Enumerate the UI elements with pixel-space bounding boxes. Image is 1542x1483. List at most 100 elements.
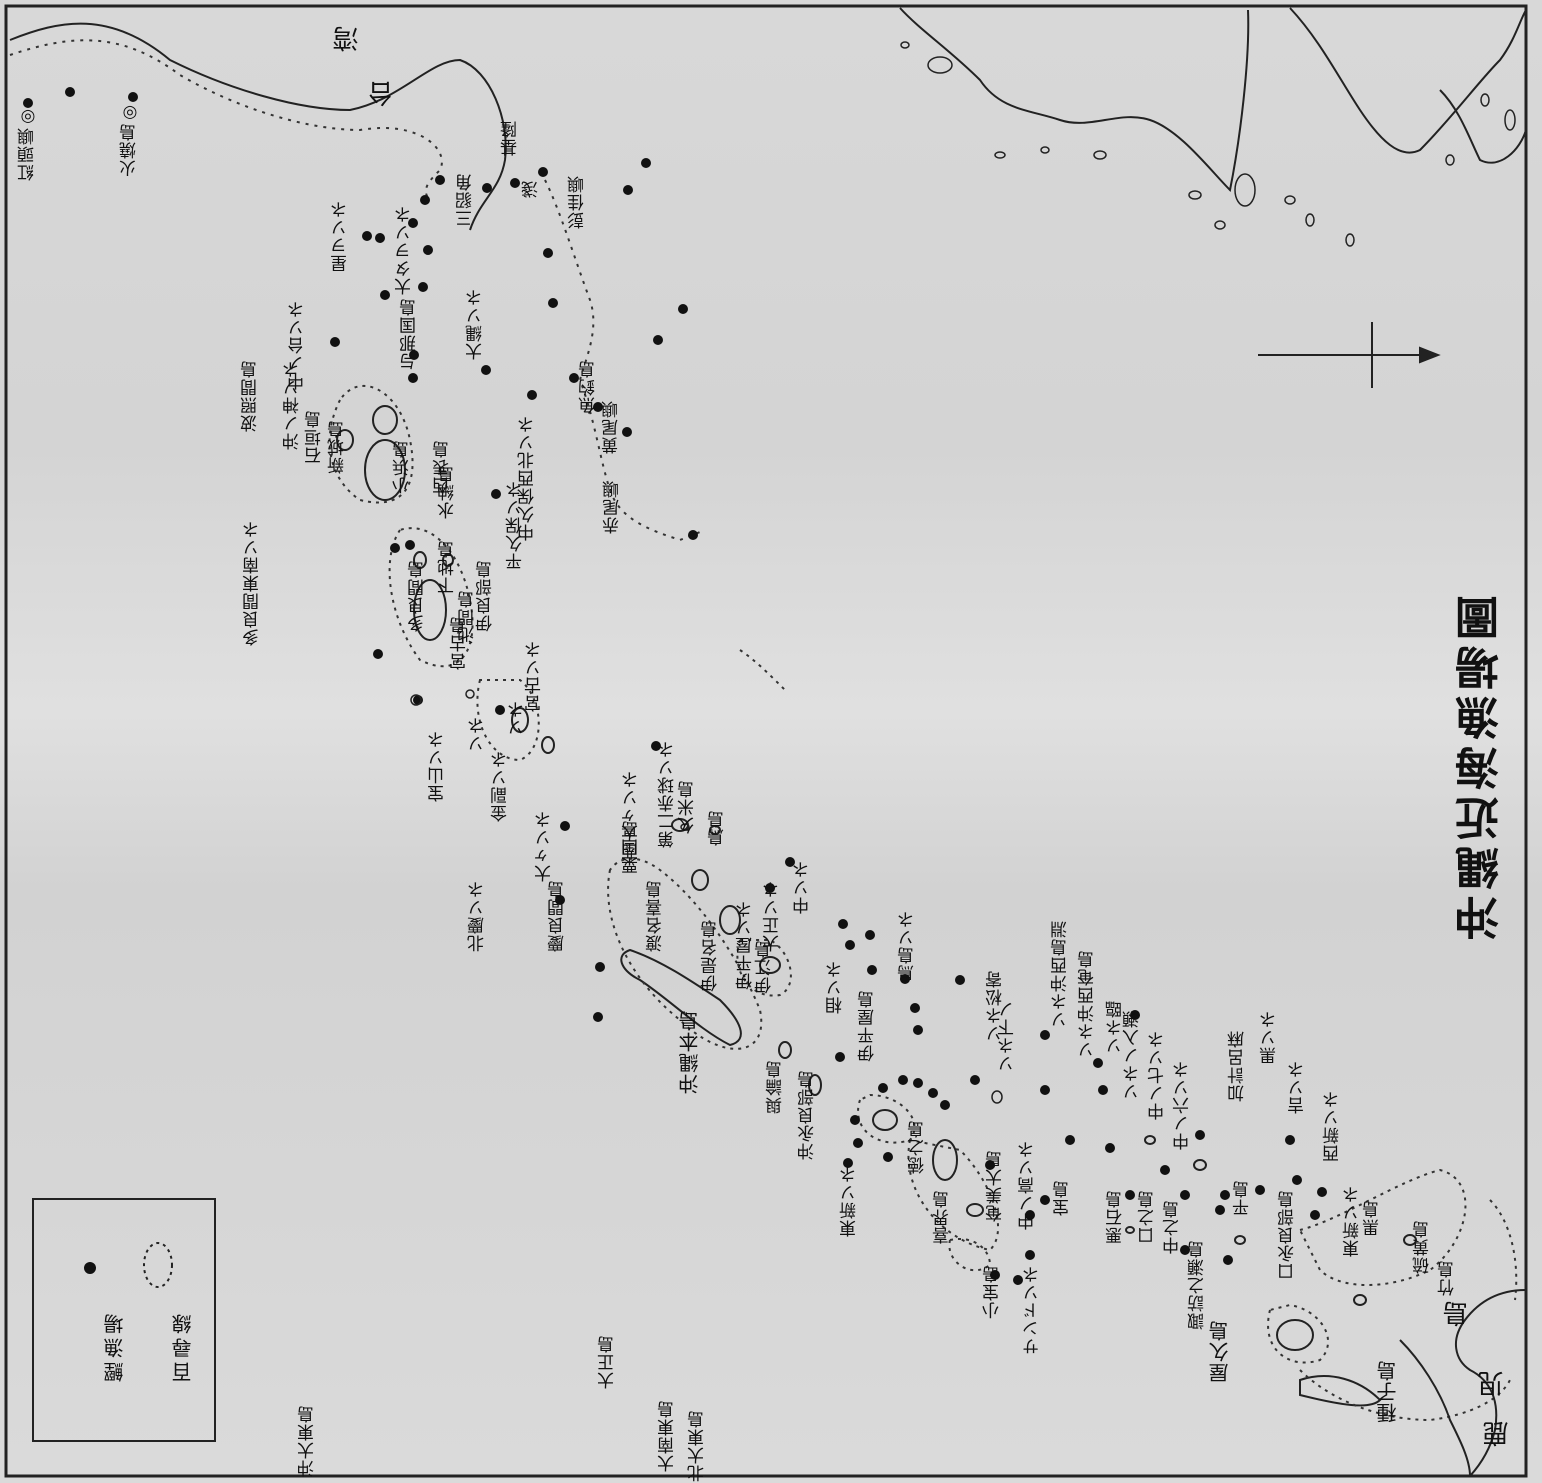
label-sone-b: ソネ bbox=[468, 716, 488, 752]
label-mizunami: 水納島 bbox=[438, 465, 458, 519]
label-uotsuri: 魚釣島 bbox=[579, 360, 599, 414]
label-iejima: 伊江島 bbox=[755, 940, 775, 994]
label-ota-sone: 大タヲソネ bbox=[395, 205, 415, 295]
legend-symbols bbox=[84, 1242, 173, 1288]
label-kohama: 小浜島 bbox=[393, 440, 413, 494]
label-shinjo: 新城島 bbox=[328, 420, 348, 474]
label-hoshi-sone: 星ヲソネ bbox=[331, 200, 351, 272]
label-oki-daito: 沖大東島 bbox=[298, 1405, 318, 1477]
legend-line-label: 百尋線 bbox=[171, 1310, 195, 1382]
label-yakushima: 屋久島 bbox=[1208, 1320, 1232, 1383]
label-kagoshima: 鹿 bbox=[1483, 1420, 1513, 1447]
china-coast-c bbox=[1439, 89, 1527, 164]
label-kerama: 慶良間島 bbox=[548, 880, 568, 952]
okinawa-islands bbox=[620, 869, 984, 1217]
label-daini: 第二赤球ソネ bbox=[658, 740, 678, 848]
legend-dot-label: 鰹漁場 bbox=[103, 1310, 127, 1382]
label-matsu: ソネ松寄 bbox=[986, 970, 1006, 1042]
fishing-dots bbox=[23, 87, 1327, 1285]
label-nishi-shin: 西新ソネ bbox=[1323, 1090, 1343, 1162]
label-tokuno-e: 東新ソネ bbox=[840, 1165, 860, 1237]
label-tori-sone: 鳥島ソネ bbox=[898, 910, 918, 982]
label-sone-a: ソネ bbox=[508, 700, 528, 736]
label-miyako: 宮古島 bbox=[450, 616, 470, 670]
yaeyama-100-fathom bbox=[328, 384, 786, 762]
map-title: 沖縄近海漁場圖 bbox=[1456, 590, 1507, 940]
label-miyako-sone: 宮古ソネ bbox=[525, 640, 545, 712]
label-hoyama: 宝山ソネ bbox=[428, 730, 448, 802]
label-taiwan-bay: 湾 bbox=[333, 25, 363, 52]
label-izena: 伊是名島 bbox=[701, 920, 721, 992]
label-amami: 奄美大島 bbox=[986, 1150, 1006, 1222]
label-o-okuri: 大ヶソネ bbox=[535, 810, 555, 882]
okinawa-100-fathom bbox=[607, 857, 999, 1272]
label-iheya-sone: 伊平屋ソネ bbox=[736, 900, 756, 990]
label-yoshi: 吉ソネ bbox=[1288, 1060, 1308, 1114]
label-hirakubo: 平久保ソネ bbox=[506, 480, 526, 570]
label-kuchinoerabu: 口永良部島 bbox=[1278, 1190, 1298, 1280]
north-arrow bbox=[1258, 322, 1441, 388]
label-sekibi: 赤尾嶼 bbox=[603, 480, 623, 534]
label-taisho: 大正島 bbox=[598, 1335, 618, 1389]
china-islets bbox=[900, 41, 1516, 247]
label-yoron: 與論島 bbox=[766, 1060, 786, 1114]
label-takara: 宝島 bbox=[1053, 1180, 1073, 1216]
label-nakasone2: 中ソネ bbox=[793, 860, 813, 914]
kagoshima-coast bbox=[1455, 1289, 1527, 1477]
label-hoka-sho: 火燒島◎ bbox=[120, 102, 140, 177]
label-kikai: 喜界島 bbox=[933, 1190, 953, 1244]
amami-islands bbox=[1125, 1135, 1417, 1407]
label-kodakara: 小宝島 bbox=[983, 1265, 1003, 1319]
label-satsunan: 東新ソネ bbox=[1343, 1185, 1363, 1257]
label-kuro: 黒島 bbox=[1363, 1200, 1383, 1236]
label-oki-sone: 沖ノ神ソネ bbox=[283, 360, 303, 450]
label-kotosho: 紅頭嶼◎ bbox=[18, 106, 38, 181]
label-okinawa-main: 沖縄本島 bbox=[678, 1010, 702, 1094]
label-kiirun-2: 淺 bbox=[522, 180, 542, 198]
label-okinawa-west: ソネ沖西奄島 bbox=[1078, 950, 1098, 1058]
label-kiirun: 基隆 bbox=[501, 120, 521, 156]
label-ishigaki: 石垣島 bbox=[305, 410, 325, 464]
amami-100-fathom bbox=[1267, 1168, 1518, 1422]
label-irabu: 伊良部島 bbox=[476, 560, 496, 632]
label-kurosone: 黒ソネ bbox=[1260, 1010, 1280, 1064]
label-amami-n: 中ノ高ソネ bbox=[1018, 1140, 1038, 1230]
taiwan-coast bbox=[9, 22, 507, 231]
yaeyama-islands bbox=[336, 405, 721, 835]
small-island-symbols bbox=[410, 689, 1003, 1104]
label-iheya: 伊平屋島 bbox=[858, 990, 878, 1062]
label-shima: 島 bbox=[1443, 1300, 1473, 1327]
label-shimoji: 下地島 bbox=[438, 540, 458, 594]
label-kanan: 加計呂麻 bbox=[1228, 1030, 1248, 1102]
china-coast-b bbox=[1289, 7, 1527, 154]
label-kamifuku: 金副ソネ bbox=[491, 750, 511, 822]
label-sanomori: サンドソネ bbox=[1023, 1265, 1043, 1355]
label-iwo: 硫黄島 bbox=[1413, 1220, 1433, 1274]
label-suwanose: 諏訪之瀬島 bbox=[1188, 1240, 1208, 1330]
label-pengjia: 彭佳嶼 bbox=[568, 175, 588, 229]
label-hateruma: 波照間島 bbox=[241, 360, 261, 432]
label-taiwan: 台 bbox=[368, 80, 398, 107]
china-coast-a bbox=[899, 7, 1250, 193]
label-okinoerabu: 沖永良部島 bbox=[798, 1070, 818, 1160]
label-tarama-se: 多良間東南ソネ bbox=[243, 520, 263, 646]
label-aso: 相ソネ bbox=[826, 960, 846, 1014]
label-take: 竹島 bbox=[1438, 1260, 1458, 1296]
label-taira: 平島 bbox=[1233, 1180, 1253, 1216]
map-frame bbox=[4, 4, 1528, 1478]
label-tanegashima: 種子島 bbox=[1376, 1360, 1400, 1423]
label-minami-daito: 大南東島 bbox=[658, 1400, 678, 1472]
east-shelf-line bbox=[544, 179, 706, 542]
label-sansho: 三貂角 bbox=[456, 173, 476, 227]
label-roku: 中ノ六ソネ bbox=[1173, 1060, 1193, 1150]
label-kitakushi: 北慶ソネ bbox=[468, 880, 488, 952]
label-kuchinoshima: 口之島 bbox=[1138, 1190, 1158, 1244]
label-kita-daito: 北大東島 bbox=[688, 1410, 708, 1482]
kagoshima-coast-2 bbox=[1399, 1339, 1471, 1477]
label-tarama: 多良間島 bbox=[408, 560, 428, 632]
label-akuseki: 悪石島 bbox=[1106, 1190, 1126, 1244]
label-kumejima: 久米島 bbox=[678, 780, 698, 834]
label-tokuno: 徳之島 bbox=[908, 1120, 928, 1174]
